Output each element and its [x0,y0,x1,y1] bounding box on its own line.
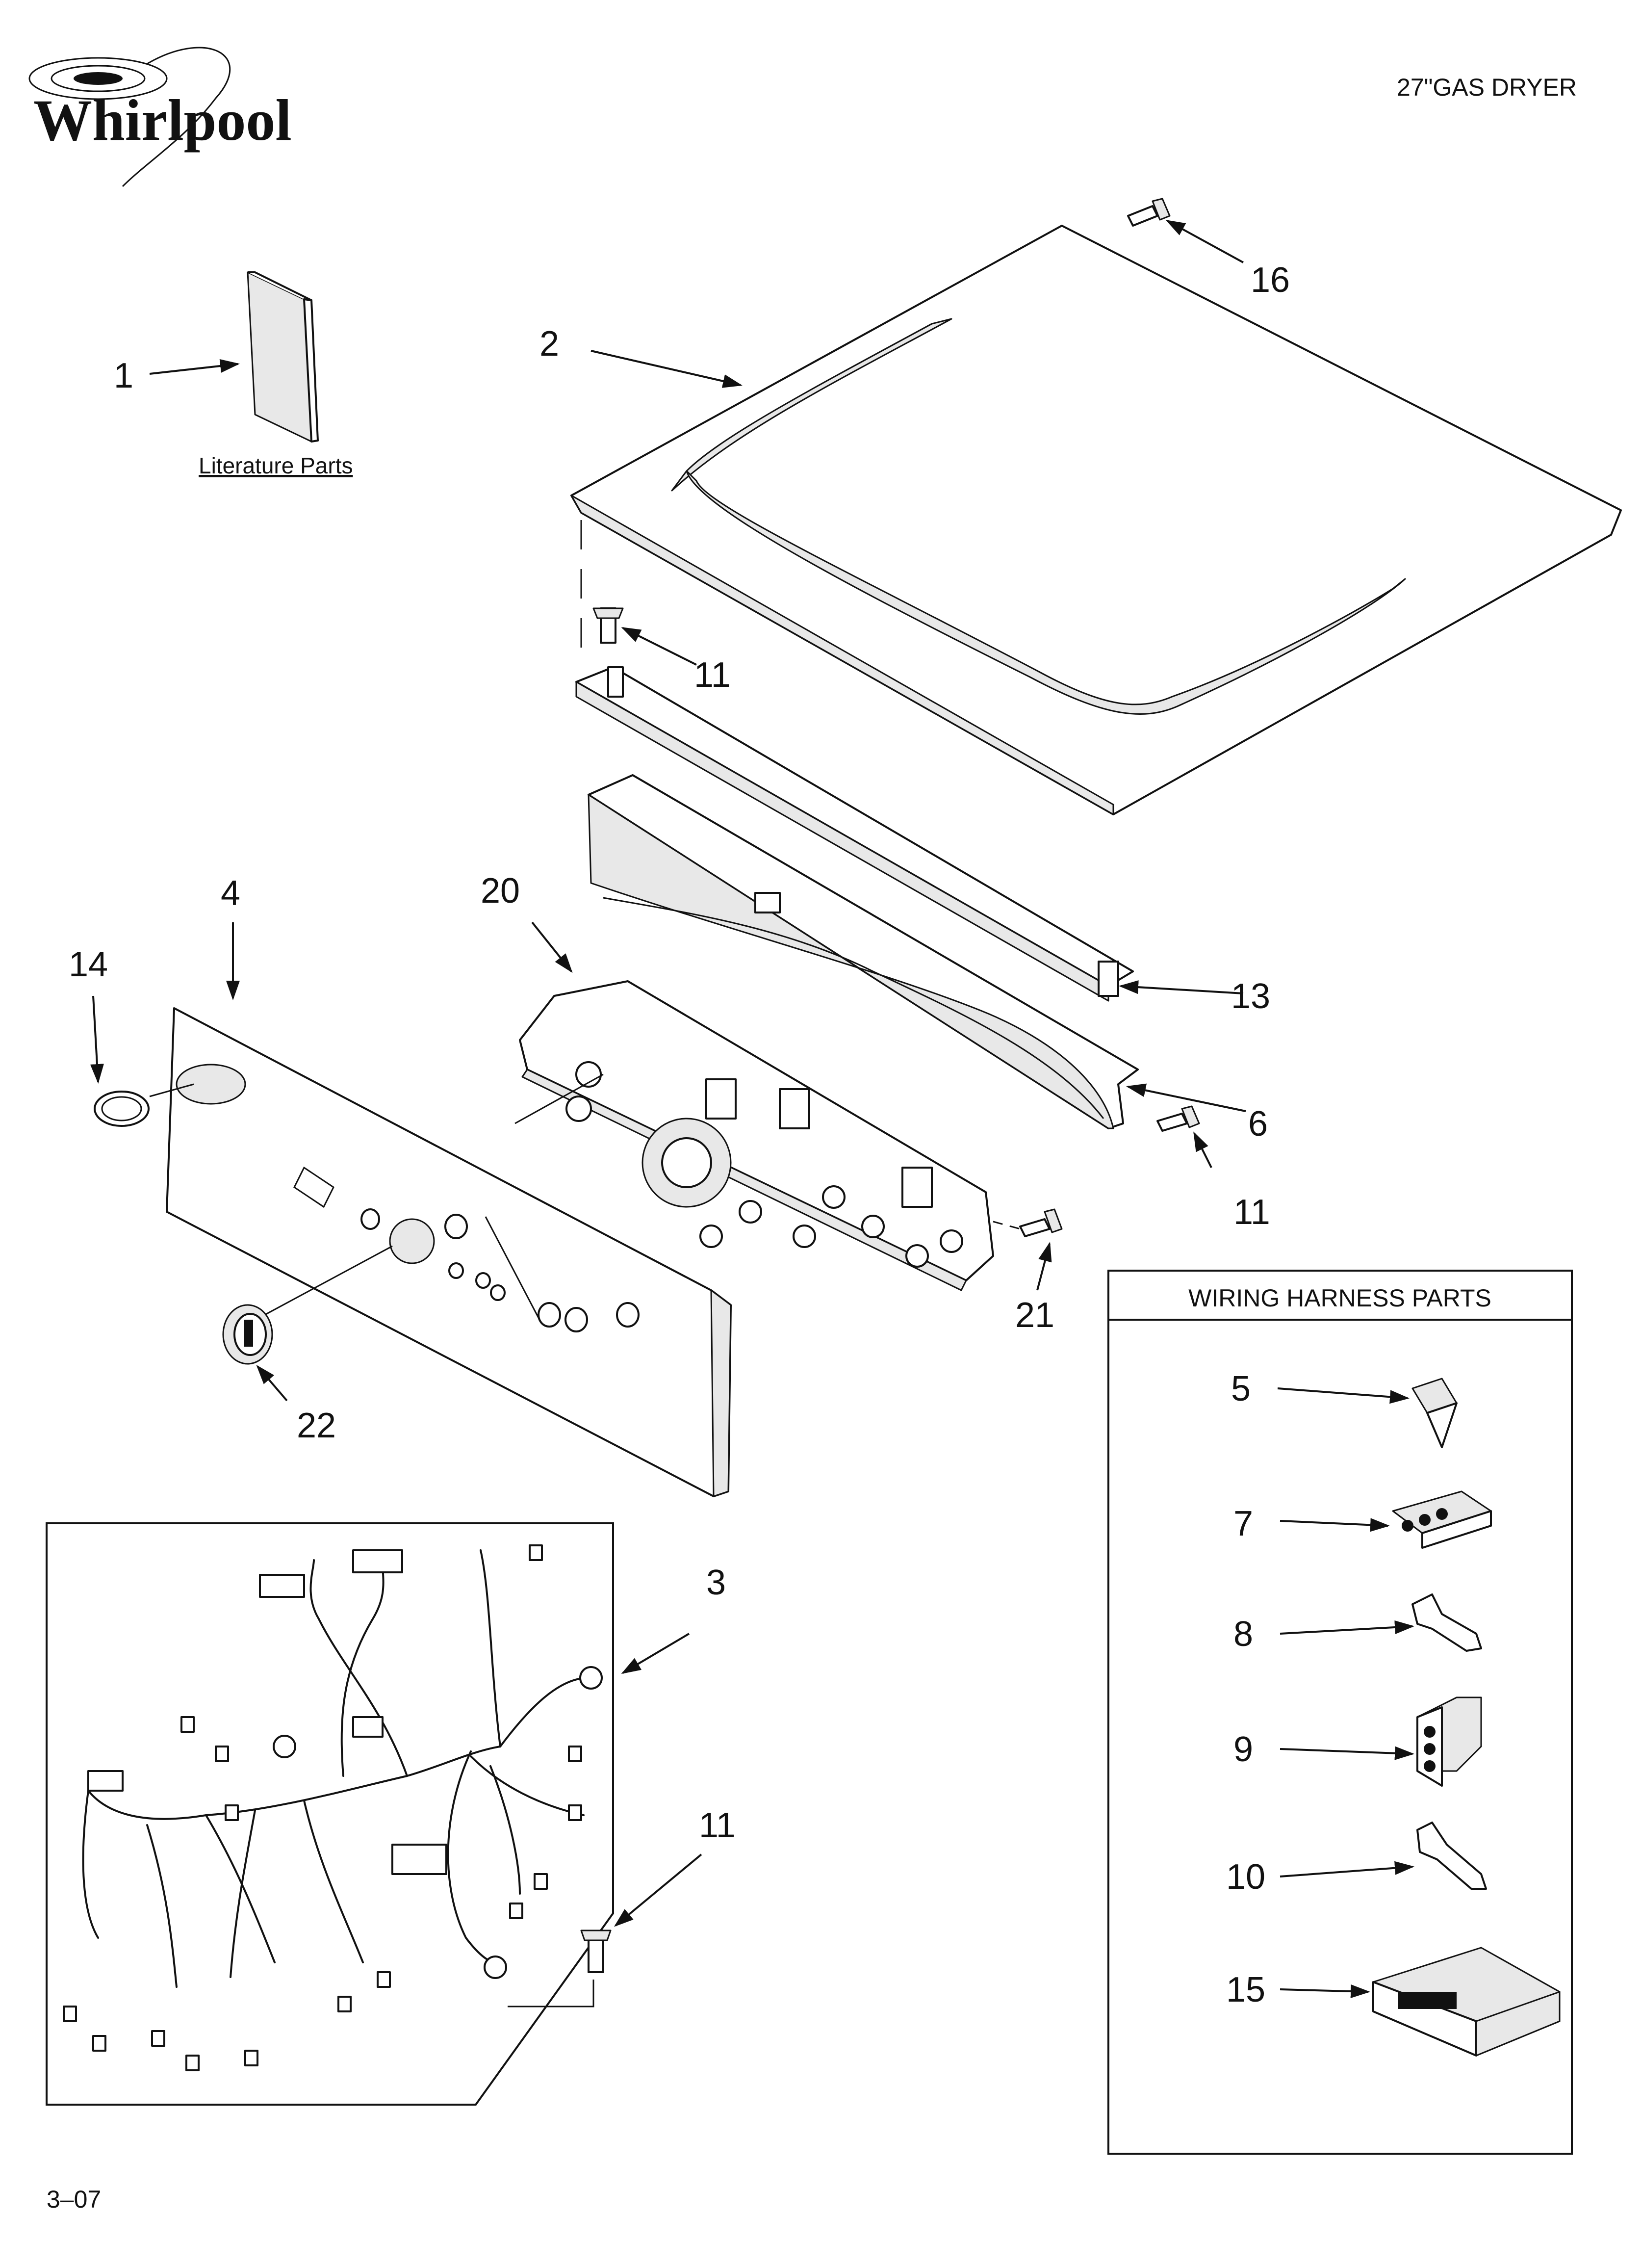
callout-4: 4 [221,874,240,913]
literature-booklet [247,271,319,443]
leader-line-10 [1280,1861,1414,1877]
callout-14: 14 [69,945,108,984]
harness-box-title: WIRING HARNESS PARTS [1188,1284,1491,1312]
leader-line-20 [531,921,573,973]
callout-1: 1 [114,356,133,395]
literature-caption: Literature Parts [199,453,353,478]
callout-10: 10 [1226,1857,1265,1897]
dryer-top-panel [570,225,1622,815]
leader-line-6 [1126,1083,1246,1112]
date-code: 3–07 [47,2186,101,2213]
callout-11-right: 11 [1233,1193,1270,1232]
callout-15: 15 [1226,1970,1265,2009]
main-wiring-harness-3 [63,1544,603,2071]
callout-8: 8 [1233,1615,1253,1654]
leader-line-8 [1280,1620,1414,1635]
callout-11-top: 11 [694,655,731,695]
leader-line-9 [1280,1746,1414,1760]
leader-line-3 [621,1633,690,1674]
callout-6: 6 [1248,1104,1268,1144]
connector-housing-15 [1372,1947,1561,2057]
connector-7 [1392,1490,1492,1549]
leader-line-7 [1280,1518,1390,1532]
whirlpool-logo: Whirlpool [28,47,292,187]
brand-wordmark: Whirlpool [33,87,292,153]
screw-21 [1019,1208,1063,1237]
console-panel-4 [166,1007,732,1497]
leader-line-22 [256,1364,288,1402]
model-title: 27"GAS DRYER [1397,74,1577,101]
control-board-20 [519,980,994,1291]
callout-13: 13 [1231,977,1270,1016]
callout-2: 2 [539,324,559,364]
callout-7: 7 [1233,1504,1253,1543]
callout-11-bottom: 11 [699,1806,736,1845]
leader-line-13 [1119,980,1244,994]
screw-16 [1127,198,1171,227]
screw-11-top [592,607,624,644]
leader-line-2 [590,350,743,388]
leader-line-21 [1036,1242,1052,1291]
callout-5: 5 [1231,1369,1251,1408]
top-bracket-13 [575,666,1134,1002]
callout-9: 9 [1233,1730,1253,1769]
assembly-line-14 [149,1083,194,1097]
callout-16: 16 [1251,261,1290,300]
console-frame-6 [588,774,1139,1129]
screw-11-bottom [580,1929,612,1973]
connector-9 [1416,1696,1482,1787]
terminal-10 [1416,1822,1487,1890]
assembly-line-knob [264,1245,393,1316]
callout-3: 3 [706,1563,726,1602]
terminal-8 [1411,1593,1482,1652]
main-wiring-harness-box [46,1522,614,2106]
leader-line-11-right [1193,1131,1212,1168]
leader-line-5 [1277,1387,1410,1404]
screw-11-right [1156,1105,1200,1132]
wire-clip-5 [1411,1378,1458,1448]
knob-22 [222,1304,273,1365]
leader-line-1 [149,359,240,375]
bracket-line-11-bottom [508,1980,594,2007]
leader-line-11-top [621,627,697,666]
leader-line-16 [1165,220,1244,263]
leader-line-15 [1280,1984,1370,1998]
logo-ring-14 [94,1091,150,1127]
leader-line-11-bottom [614,1853,702,1927]
leader-line-14 [90,995,104,1084]
assembly-line-4-20 [514,1073,604,1124]
callout-22: 22 [297,1406,336,1445]
callout-21: 21 [1015,1296,1054,1335]
dash-21 [993,1221,1021,1230]
callout-20: 20 [481,871,520,911]
harness-parts-box [1107,1270,1573,2155]
